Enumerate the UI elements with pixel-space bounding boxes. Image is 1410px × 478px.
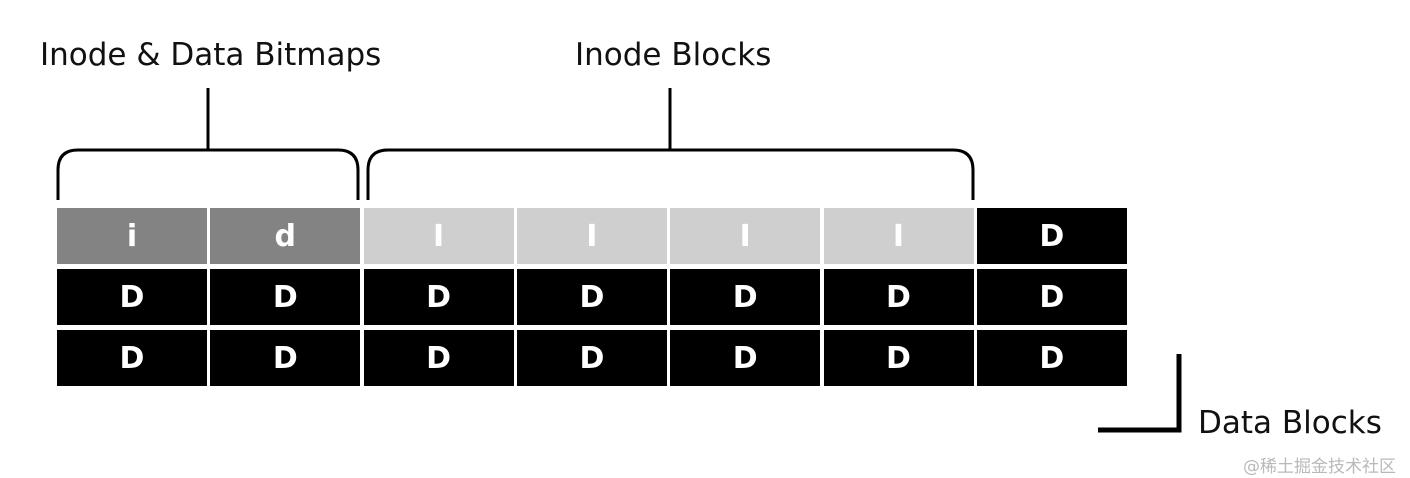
inode-blocks-label: Inode Blocks xyxy=(575,37,772,73)
data-block: D xyxy=(57,330,207,386)
inode-block: I xyxy=(516,208,667,264)
bitmap-block: i xyxy=(57,208,207,264)
data-block: D xyxy=(670,330,821,386)
watermark: @稀土掘金技术社区 xyxy=(1243,457,1396,477)
inode-block: I xyxy=(823,208,974,264)
data-block: D xyxy=(823,269,974,325)
data-block: D xyxy=(210,330,361,386)
inode-block: I xyxy=(363,208,514,264)
data-block: D xyxy=(670,269,821,325)
data-block: D xyxy=(363,330,514,386)
inode-block: I xyxy=(670,208,821,264)
data-block: D xyxy=(976,269,1127,325)
data-block: D xyxy=(516,269,667,325)
bitmaps-bracket xyxy=(56,148,360,200)
data-block: D xyxy=(976,208,1127,264)
data-block: D xyxy=(516,330,667,386)
inode-blocks-bracket xyxy=(366,148,975,200)
data-block: D xyxy=(57,269,207,325)
data-blocks-label: Data Blocks xyxy=(1198,405,1382,441)
bitmap-block: d xyxy=(210,208,361,264)
data-block: D xyxy=(210,269,361,325)
bitmaps-label: Inode & Data Bitmaps xyxy=(40,37,382,73)
data-block: D xyxy=(363,269,514,325)
data-block: D xyxy=(976,330,1127,386)
data-block: D xyxy=(823,330,974,386)
